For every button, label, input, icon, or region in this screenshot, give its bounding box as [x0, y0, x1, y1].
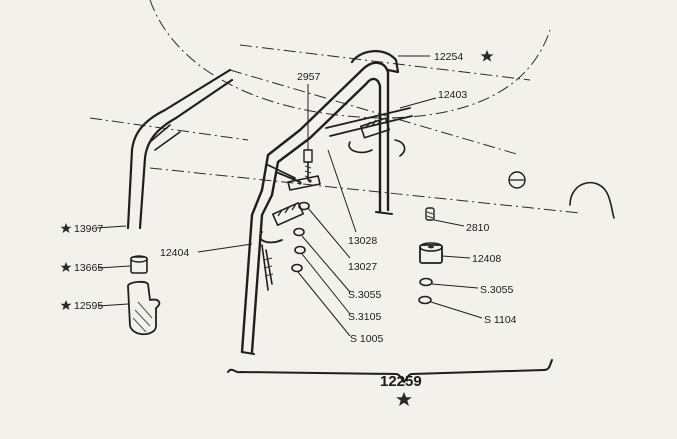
label-13027: 13027: [348, 261, 377, 273]
label-s1005: S 1005: [350, 333, 383, 345]
star-icon: [60, 223, 72, 233]
label-12404: 12404: [160, 247, 189, 259]
star-icon: [480, 50, 494, 62]
floor-line-outline: [149, 167, 581, 214]
roof-line-outline: [239, 44, 531, 81]
part-13967-bracket: [126, 68, 234, 230]
label-2810: 2810: [466, 222, 490, 234]
part-13028-plate: [287, 175, 321, 191]
label-s3055-left: S.3055: [348, 289, 381, 301]
label-s3055-right: S.3055: [480, 284, 513, 296]
star-markers: [60, 50, 494, 406]
label-2957: 2957: [297, 71, 321, 83]
star-icon: [60, 300, 72, 310]
label-12403: 12403: [438, 89, 467, 101]
star-icon: [60, 262, 72, 272]
part-2810-pin: [425, 207, 435, 221]
part-labels: 12254 2957 12403 13967 13665 12595 12404…: [74, 51, 517, 390]
part-2957-bolt: [303, 149, 313, 181]
label-13028: 13028: [348, 235, 377, 247]
part-12403-clip: [348, 117, 406, 157]
star-icon: [396, 392, 412, 406]
bolt-hole-circle: [508, 171, 526, 189]
part-12595-grip: [127, 280, 161, 336]
label-13967: 13967: [74, 223, 103, 235]
main-frame-12259: [240, 50, 413, 355]
assembly-bracket: [227, 359, 553, 383]
cab-line-outline: [229, 69, 521, 156]
label-12254: 12254: [434, 51, 463, 63]
label-12408: 12408: [472, 253, 501, 265]
label-s1104: S 1104: [484, 314, 517, 326]
label-assembly-12259: 12259: [380, 373, 422, 390]
part-12404-clip: [259, 202, 305, 291]
part-12408-bushing: [419, 242, 443, 264]
washer-stack-left: [291, 201, 310, 273]
label-12595: 12595: [74, 300, 103, 312]
side-line-outline: [89, 117, 249, 141]
leader-lines: [95, 55, 483, 337]
label-13665: 13665: [74, 262, 103, 274]
fender-curve: [569, 181, 615, 219]
label-s3105: S.3105: [348, 311, 381, 323]
part-13665-bushing: [130, 255, 148, 274]
washer-stack-right: [418, 277, 433, 305]
